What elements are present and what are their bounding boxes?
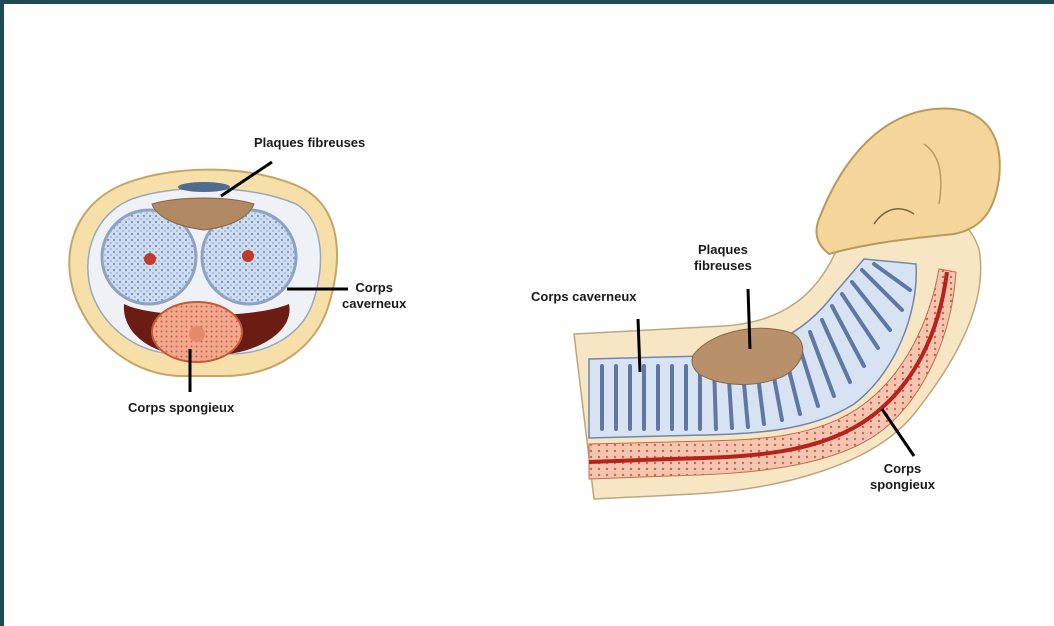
urethra — [189, 326, 205, 342]
label-corps-spongieux-side: Corps spongieux — [870, 461, 935, 493]
left-central-artery — [144, 253, 156, 265]
label-corps-caverneux-cross: Corps caverneux — [342, 280, 406, 312]
side-leader-line-plaques — [748, 289, 750, 349]
glans — [816, 108, 999, 254]
illustration — [4, 4, 1054, 626]
dorsal-vessel — [178, 182, 230, 192]
right-central-artery — [242, 250, 254, 262]
label-corps-spongieux-cross: Corps spongieux — [128, 400, 234, 416]
label-plaques-fibreuses-cross: Plaques fibreuses — [254, 135, 365, 151]
diagram-canvas: Plaques fibreuses Corps caverneux Corps … — [4, 4, 1054, 626]
side-leader-line-caverneux — [638, 319, 640, 372]
label-plaques-fibreuses-side: Plaques fibreuses — [694, 242, 752, 274]
side-view — [574, 108, 1000, 499]
cross-section — [69, 162, 348, 392]
label-corps-caverneux-side: Corps caverneux — [531, 289, 637, 305]
